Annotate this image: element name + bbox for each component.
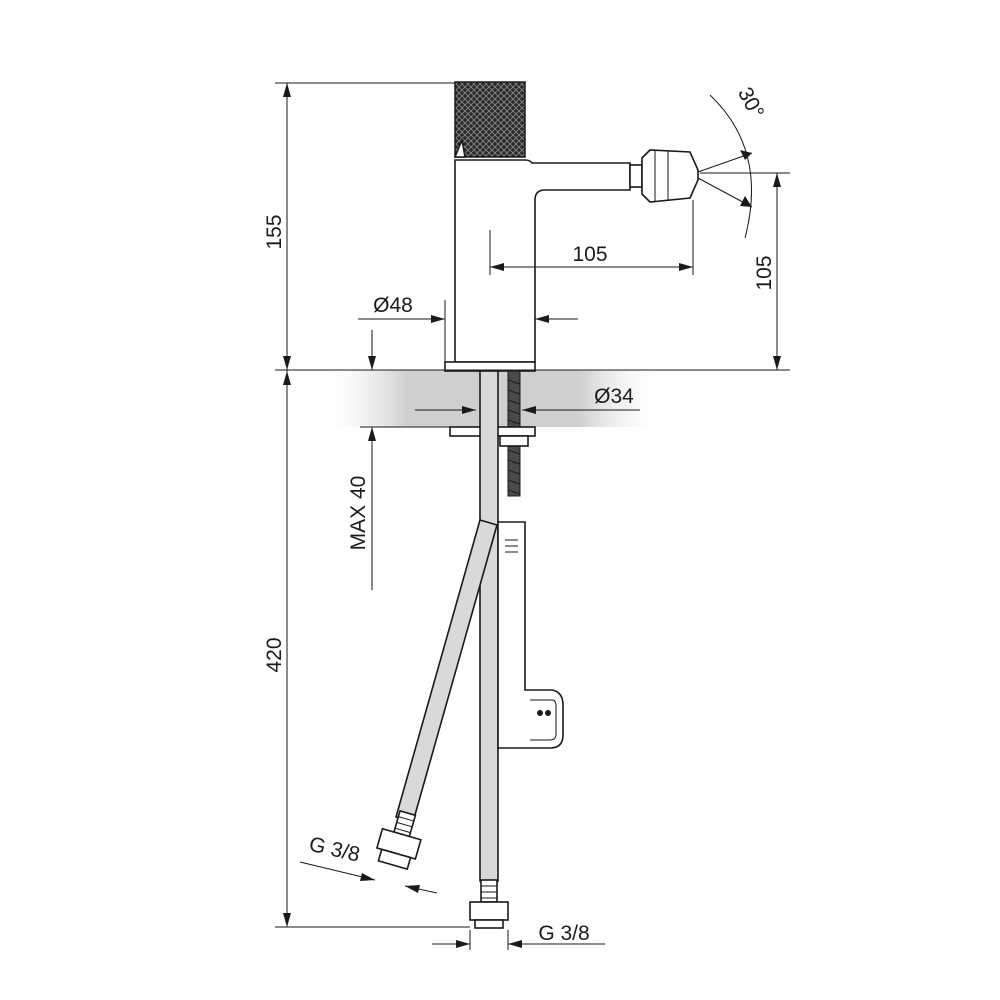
inlet-fitting-bottom [469,879,509,929]
label-angle-30: 30° [733,84,768,123]
inlet-fitting-left [375,809,422,871]
label-105-height: 105 [753,255,776,290]
knurled-handle [454,81,526,158]
aerator-head [641,149,699,203]
label-diameter-48: Ø48 [373,294,413,317]
hose-bracket [497,521,564,749]
fixing-nut [499,435,529,447]
label-g38-left: G 3/8 [307,833,362,867]
outlet-connector [629,164,643,188]
label-diameter-34: Ø34 [594,385,634,408]
label-105-reach: 105 [572,243,607,266]
label-max-40: MAX 40 [347,476,370,551]
label-g38-bottom: G 3/8 [538,922,589,945]
hose-straight [479,370,499,882]
installation-parts [375,370,564,929]
label-155: 155 [263,214,286,249]
dimension-lines [275,82,790,950]
spout [454,159,631,363]
label-420: 420 [263,637,286,672]
handle-lever-base [453,137,466,158]
faucet-body [444,81,699,372]
